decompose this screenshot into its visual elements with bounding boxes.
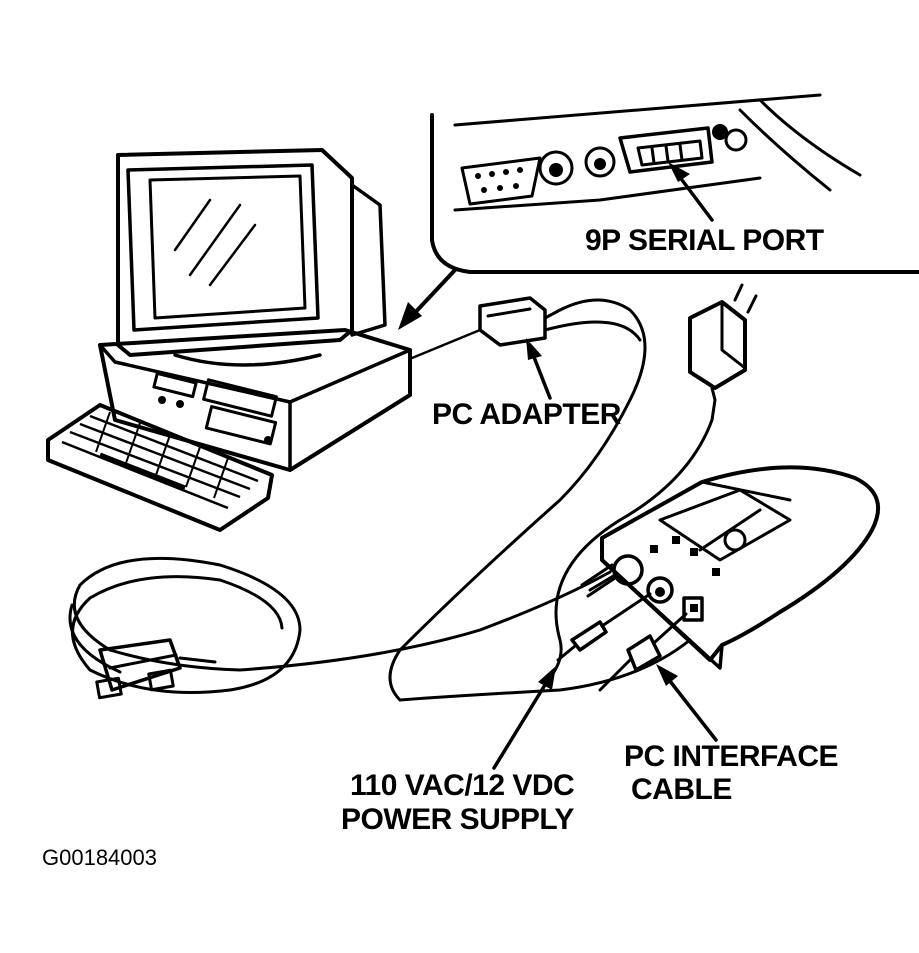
power-supply-arrow — [492, 666, 556, 770]
serial-port-arrow — [668, 162, 714, 222]
interface-cable-arrow — [656, 664, 718, 742]
audio-jack-icon — [538, 146, 616, 186]
inset-pointer-arrow — [398, 268, 457, 330]
interface-module — [600, 465, 881, 670]
power-plug — [556, 592, 652, 662]
interface-cable-plug — [598, 612, 688, 692]
adapter-to-module-cable — [398, 563, 692, 702]
power-supply-label-line2: POWER SUPPLY — [341, 803, 574, 836]
power-supply-label-line1: 110 VAC/12 VDC — [350, 769, 574, 802]
computer-case — [98, 328, 412, 472]
pc-adapter: PC ADAPTER — [388, 296, 647, 702]
keyboard — [46, 403, 274, 532]
computer-monitor — [116, 148, 387, 367]
serial-port-label: 9P SERIAL PORT — [585, 224, 824, 257]
pc-adapter-label: PC ADAPTER — [432, 398, 622, 431]
serial-port-icon — [618, 124, 748, 174]
figure-code: G00184003 — [42, 845, 157, 870]
rear-panel-inset: 9P SERIAL PORT — [430, 93, 919, 274]
interface-cable-label-line2: CABLE — [631, 773, 732, 806]
interface-cable-label-line1: PC INTERFACE — [624, 740, 838, 773]
wall-power-adapter — [546, 283, 758, 682]
vga-port-icon — [460, 156, 542, 206]
vehicle-cable-coil — [68, 556, 612, 700]
